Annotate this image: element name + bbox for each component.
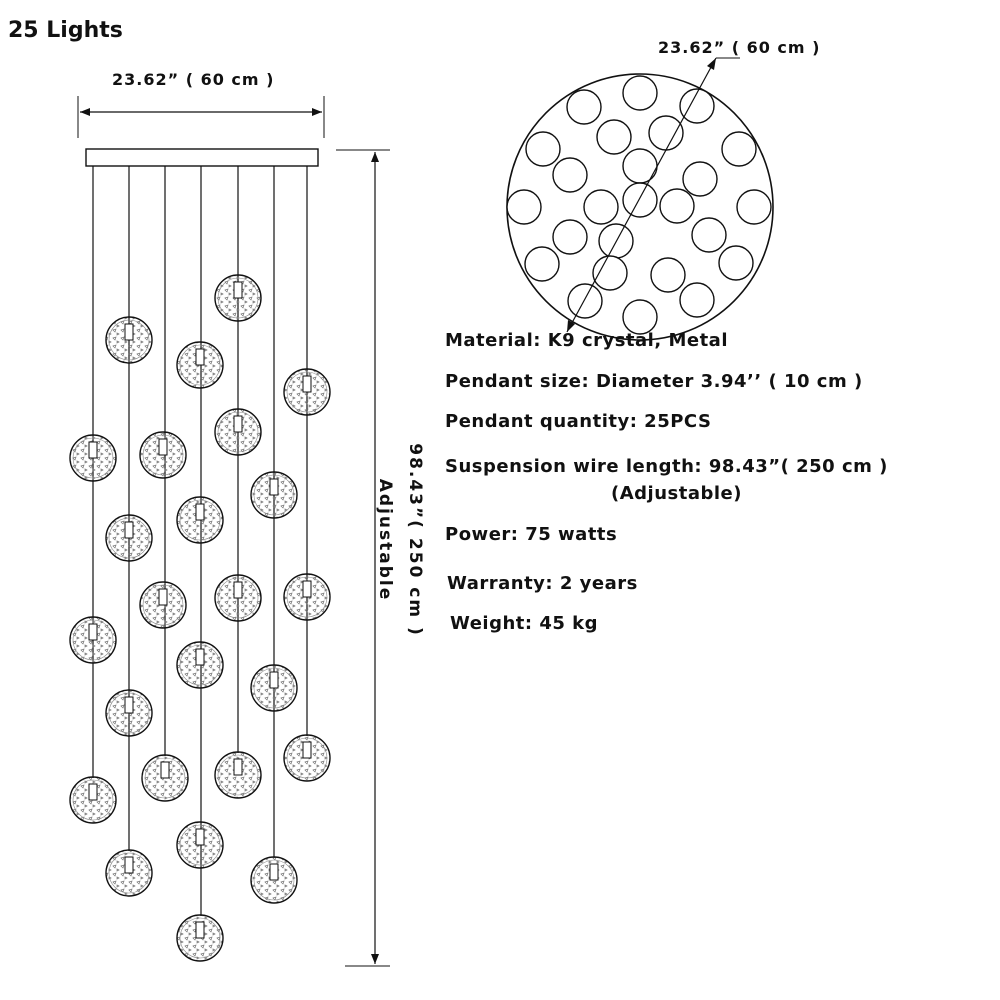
- plan-diameter-label: 23.62” ( 60 cm ): [658, 38, 821, 57]
- crystal-pendant: [176, 341, 224, 389]
- plan-pendant: [691, 217, 727, 253]
- spec-weight: Weight: 45 kg: [450, 613, 599, 634]
- height-label: 98.43”( 250 cm ): [405, 443, 425, 637]
- plan-pendant: [736, 189, 772, 225]
- spec-wire-length: Suspension wire length: 98.43”( 250 cm ): [445, 456, 888, 477]
- plan-pendant: [622, 148, 658, 184]
- plan-pendant: [506, 189, 542, 225]
- product-title: 25 Lights: [8, 18, 123, 43]
- plan-arrow-top: [707, 58, 716, 70]
- crystal-pendant: [250, 471, 298, 519]
- crystal-pendant: [105, 514, 153, 562]
- crystal-pendant: [250, 856, 298, 904]
- crystal-pendant: [141, 754, 189, 802]
- crystal-pendant: [214, 274, 262, 322]
- canopy-width-dimension: [77, 96, 325, 138]
- plan-pendant: [679, 282, 715, 318]
- crystal-pendant: [176, 914, 224, 962]
- plan-pendant: [682, 161, 718, 197]
- crystal-pendant: [214, 574, 262, 622]
- canopy-width-label: 23.62” ( 60 cm ): [112, 70, 275, 89]
- crystal-pendant: [139, 581, 187, 629]
- crystal-pendant: [176, 641, 224, 689]
- plan-pendant: [567, 283, 603, 319]
- crystal-pendant: [283, 368, 331, 416]
- plan-pendant: [721, 131, 757, 167]
- plan-pendant: [596, 119, 632, 155]
- crystal-pendant: [214, 751, 262, 799]
- spec-warranty: Warranty: 2 years: [447, 573, 638, 594]
- pendant-group: [69, 274, 331, 962]
- spec-wire-note: (Adjustable): [611, 483, 742, 504]
- crystal-pendant: [176, 496, 224, 544]
- plan-pendant: [648, 115, 684, 151]
- crystal-pendant: [283, 573, 331, 621]
- plan-pendant: [679, 88, 715, 124]
- crystal-pendant: [105, 849, 153, 897]
- spec-pendant-size: Pendant size: Diameter 3.94’’ ( 10 cm ): [445, 371, 863, 392]
- plan-pendant: [552, 157, 588, 193]
- plan-pendant: [566, 89, 602, 125]
- plan-pendant: [650, 257, 686, 293]
- plan-view: [506, 57, 774, 341]
- plan-pendant: [552, 219, 588, 255]
- height-dimension: [336, 149, 390, 967]
- crystal-pendant: [69, 616, 117, 664]
- spec-pendant-quantity: Pendant quantity: 25PCS: [445, 411, 712, 432]
- crystal-pendant: [69, 776, 117, 824]
- plan-pendant: [524, 246, 560, 282]
- plan-arrow-bottom: [567, 320, 575, 332]
- plan-pendant: [583, 189, 619, 225]
- crystal-pendant: [105, 689, 153, 737]
- plan-diameter-line: [566, 57, 717, 333]
- plan-pendant: [592, 255, 628, 291]
- crystal-pendant: [250, 664, 298, 712]
- crystal-pendant: [139, 431, 187, 479]
- plan-pendant: [622, 182, 658, 218]
- crystal-pendant: [176, 821, 224, 869]
- canopy: [85, 148, 319, 167]
- height-note-label: Adjustable: [375, 478, 395, 602]
- plan-pendant-layout: [506, 75, 772, 335]
- spec-power: Power: 75 watts: [445, 524, 618, 545]
- plan-pendant: [622, 299, 658, 335]
- crystal-pendant: [69, 434, 117, 482]
- plan-pendant: [525, 131, 561, 167]
- crystal-pendant: [214, 408, 262, 456]
- crystal-pendant: [105, 316, 153, 364]
- crystal-pendant: [283, 734, 331, 782]
- plan-pendant: [659, 188, 695, 224]
- plan-pendant: [622, 75, 658, 111]
- plan-pendant: [718, 245, 754, 281]
- spec-material: Material: K9 crystal, Metal: [445, 330, 728, 351]
